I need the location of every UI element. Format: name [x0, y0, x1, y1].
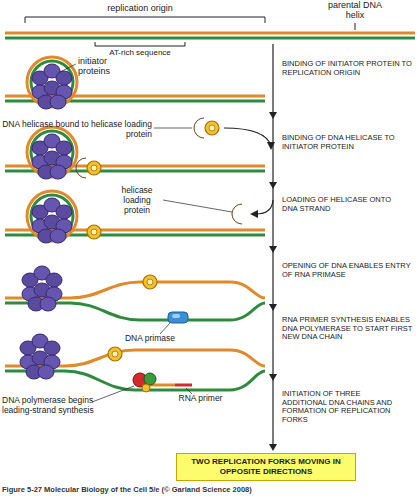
enzyme-label: DNA primase [120, 334, 180, 344]
dna-helicase [143, 275, 157, 289]
dna-strand [5, 37, 415, 40]
entry-arrow [224, 128, 271, 146]
dna-primase [172, 314, 180, 318]
leader-line [163, 200, 232, 212]
result-text: TWO REPLICATION FORKS MOVING IN OPPOSITE… [181, 457, 351, 476]
result-box: TWO REPLICATION FORKS MOVING IN OPPOSITE… [176, 453, 356, 481]
leader-line [60, 64, 76, 72]
arrowhead [269, 112, 277, 119]
process-line [272, 44, 273, 446]
origin-bracket [25, 17, 265, 23]
bracket-label: replication origin [95, 3, 185, 13]
primer-label: RNA primer [178, 394, 223, 404]
loading-protein [76, 158, 86, 178]
leader-line [92, 386, 134, 402]
arrowhead [269, 246, 277, 253]
arrowhead [269, 304, 277, 311]
dna-helicase [108, 347, 122, 361]
rna-primer [175, 384, 192, 387]
step-label: INITIATION OF THREE ADDITIONAL DNA CHAIN… [282, 390, 402, 425]
initiator-protein [22, 266, 62, 311]
enzyme-label: DNA polymerase begins leading-strand syn… [2, 396, 97, 416]
leader-line [160, 323, 170, 334]
dna-helicase [87, 225, 101, 239]
dna-helicase [205, 121, 219, 135]
step-label: LOADING OF HELICASE ONTO DNA STRAND [282, 196, 407, 213]
exit-arrow [256, 200, 273, 214]
sequence-label: AT-rich sequence [95, 48, 185, 57]
step-label: BINDING OF INITIATOR PROTEIN TO REPLICAT… [282, 60, 414, 77]
dna-polymerase [142, 384, 150, 392]
initiator-protein [32, 198, 72, 243]
at-bracket [95, 42, 185, 46]
dna-strand [5, 32, 415, 35]
step-label: OPENING OF DNA ENABLES ENTRY OF RNA PRIM… [282, 262, 414, 279]
arrowhead [269, 444, 277, 451]
loading-protein [194, 118, 204, 138]
dna-polymerase [144, 373, 156, 385]
dna-primase [168, 312, 188, 323]
protein-label: DNA helicase bound to helicase loading p… [2, 120, 152, 140]
loading-protein [232, 204, 242, 224]
leader-line [355, 23, 356, 30]
arrowhead [269, 182, 277, 189]
protein-label: helicase loading protein [112, 186, 162, 215]
step-label: BINDING OF DNA HELICASE TO INITIATOR PRO… [282, 134, 402, 151]
leader-line [154, 128, 192, 129]
arrowhead [269, 374, 277, 381]
dna-label: parental DNA helix [325, 0, 385, 21]
arrowhead [250, 210, 258, 218]
step-label: RNA PRIMER SYNTHESIS ENABLES DNA POLYMER… [282, 316, 414, 342]
protein-label: initiator proteins [78, 56, 122, 77]
arrowhead [267, 142, 275, 150]
initiator-protein [32, 134, 72, 179]
figure-caption: Figure 5-27 Molecular Biology of the Cel… [2, 486, 415, 495]
dna-helicase [87, 161, 101, 175]
initiator-protein [20, 334, 60, 379]
initiator-protein [32, 64, 72, 109]
